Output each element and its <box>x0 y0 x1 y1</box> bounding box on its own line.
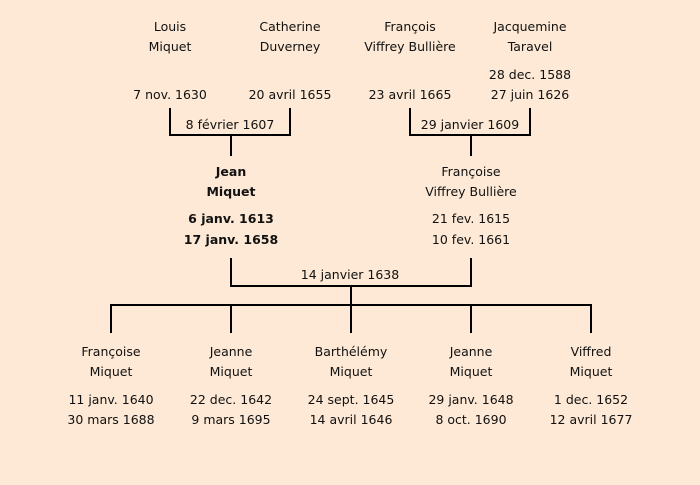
child-date: 24 sept. 1645 <box>307 392 395 407</box>
connector-line <box>230 258 232 287</box>
parent-name: Jean <box>215 164 247 179</box>
child-name: Miquet <box>89 364 133 379</box>
connector-line <box>230 304 232 333</box>
connector-line <box>169 108 171 136</box>
connector-line <box>350 285 352 305</box>
child-name: Miquet <box>449 364 493 379</box>
grandparent-date: 28 dec. 1588 <box>488 67 572 82</box>
parent-date: 10 fev. 1661 <box>431 232 511 247</box>
connector-line <box>470 134 472 156</box>
marriage-date: 29 janvier 1609 <box>420 117 520 132</box>
child-date: 8 oct. 1690 <box>435 412 507 427</box>
marriage-date: 8 février 1607 <box>185 117 275 132</box>
connector-line <box>350 304 352 333</box>
grandparent-name: Jacquemine <box>493 19 567 34</box>
child-name: Viffred <box>570 344 612 359</box>
child-name: Barthélémy <box>314 344 388 359</box>
connector-line <box>289 108 291 136</box>
child-date: 22 dec. 1642 <box>189 392 273 407</box>
parent-date: 17 janv. 1658 <box>183 232 279 247</box>
grandparent-date: 7 nov. 1630 <box>133 87 207 102</box>
child-date: 12 avril 1677 <box>549 412 633 427</box>
parent-name: Miquet <box>206 184 256 199</box>
connector-line <box>110 304 112 333</box>
grandparent-name: Viffrey Bullière <box>364 39 456 54</box>
child-name: Miquet <box>569 364 613 379</box>
child-date: 9 mars 1695 <box>191 412 271 427</box>
grandparent-name: Miquet <box>148 39 192 54</box>
grandparent-name: Louis <box>153 19 187 34</box>
marriage-date: 14 janvier 1638 <box>300 267 400 282</box>
connector-line <box>529 108 531 136</box>
connector-line <box>470 304 472 333</box>
child-date: 11 janv. 1640 <box>68 392 154 407</box>
child-date: 30 mars 1688 <box>67 412 155 427</box>
child-name: Jeanne <box>209 344 253 359</box>
grandparent-date: 27 juin 1626 <box>490 87 570 102</box>
child-date: 1 dec. 1652 <box>553 392 629 407</box>
child-name: Jeanne <box>449 344 493 359</box>
parent-date: 21 fev. 1615 <box>431 211 511 226</box>
child-name: Françoise <box>81 344 141 359</box>
grandparent-name: Taravel <box>507 39 553 54</box>
child-date: 14 avril 1646 <box>309 412 393 427</box>
parent-name: Viffrey Bullière <box>425 184 517 199</box>
child-date: 29 janv. 1648 <box>428 392 514 407</box>
grandparent-date: 20 avril 1655 <box>248 87 332 102</box>
connector-line <box>470 258 472 287</box>
grandparent-name: Duverney <box>259 39 321 54</box>
child-name: Miquet <box>329 364 373 379</box>
parent-date: 6 janv. 1613 <box>188 211 274 226</box>
grandparent-date: 23 avril 1665 <box>368 87 452 102</box>
parent-name: Françoise <box>441 164 501 179</box>
connector-line <box>590 304 592 333</box>
child-name: Miquet <box>209 364 253 379</box>
connector-line <box>409 108 411 136</box>
connector-line <box>230 134 232 156</box>
grandparent-name: François <box>384 19 436 34</box>
grandparent-name: Catherine <box>259 19 321 34</box>
